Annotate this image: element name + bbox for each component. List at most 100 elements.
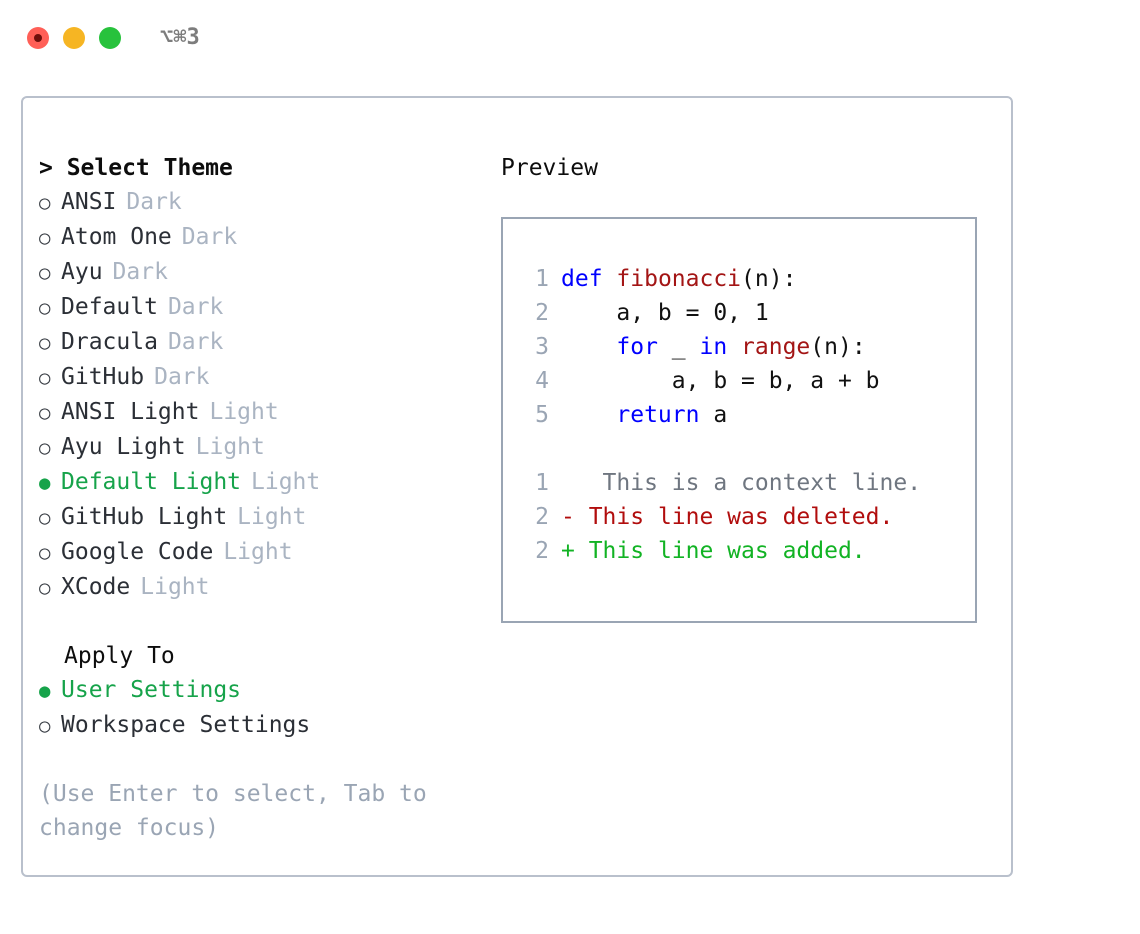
radio-unselected-icon: ○ [39,715,51,737]
code-token-plain: (n): [810,334,866,360]
title-bar: ⌥⌘3 [0,0,1140,76]
code-line: 3 for _ in range(n): [521,330,921,364]
code-token-kw: def [561,266,603,292]
radio-unselected-icon: ○ [39,367,51,389]
theme-option-label: Default Light [61,469,242,495]
code-line-content: return a [561,398,727,432]
theme-option-ansi[interactable]: ○ ANSI Dark [39,185,489,220]
radio-unselected-icon: ○ [39,227,51,249]
code-line-number: 2 [535,300,549,326]
code-line-number: 4 [535,368,549,394]
code-line-content: def fibonacci(n): [561,262,796,296]
code-line: 4 a, b = b, a + b [521,364,921,398]
code-token-plain: a, b = 0, 1 [561,300,769,326]
theme-option-label: Ayu [61,259,103,285]
theme-option-xcode[interactable]: ○ XCode Light [39,570,489,605]
code-line: 1 def fibonacci(n): [521,262,921,296]
code-token-plain: _ [657,334,700,360]
traffic-lights [27,27,121,49]
select-theme-heading: > Select Theme [39,155,233,181]
code-line-number: 5 [535,402,549,428]
diff-line-add: 2+ This line was added. [521,534,921,568]
code-token-plain [727,334,741,360]
maximize-window-button[interactable] [99,27,121,49]
theme-option-label: Ayu Light [61,434,186,460]
code-line-content: a, b = 0, 1 [561,296,769,330]
minimize-window-button[interactable] [63,27,85,49]
apply-to-option-label: User Settings [61,677,242,703]
diff-line-number: 2 [535,538,549,564]
apply-to-option-list[interactable]: ● User Settings ○ Workspace Settings [39,673,489,743]
code-token-fn: fibonacci [616,266,742,292]
theme-option-label: Atom One [61,224,172,250]
code-blank-line [521,432,921,466]
radio-unselected-icon: ○ [39,577,51,599]
radio-selected-icon: ● [39,472,51,494]
theme-option-label: ANSI Light [61,399,200,425]
diff-marker: - [561,504,575,530]
apply-to-heading: Apply To [64,643,175,669]
theme-option-label: XCode [61,574,131,600]
code-token-plain [561,334,616,360]
radio-unselected-icon: ○ [39,507,51,529]
close-window-button[interactable] [27,27,49,49]
diff-line-number: 1 [535,470,549,496]
code-token-kw: in [699,334,728,360]
apply-to-option-user-settings[interactable]: ● User Settings [39,673,489,708]
code-token-plain [603,266,617,292]
theme-variant-tag: Dark [126,189,182,215]
code-token-plain: a, b = b, a + b [561,368,880,394]
radio-unselected-icon: ○ [39,297,51,319]
theme-option-ayu-light[interactable]: ○ Ayu Light Light [39,430,489,465]
radio-selected-icon: ● [39,680,51,702]
theme-option-google-code[interactable]: ○ Google Code Light [39,535,489,570]
theme-option-default[interactable]: ○ Default Dark [39,290,489,325]
code-token-kw: for [616,334,658,360]
code-token-kw: return [616,402,700,428]
code-token-fn: range [741,334,811,360]
theme-option-label: Google Code [61,539,214,565]
theme-variant-tag: Dark [154,364,210,390]
keyboard-shortcut-label: ⌥⌘3 [160,25,200,50]
theme-variant-tag: Light [209,399,279,425]
diff-line-del: 2- This line was deleted. [521,500,921,534]
keyboard-hint-text: (Use Enter to select, Tab to change focu… [39,781,427,841]
diff-marker: + [561,538,575,564]
theme-variant-tag: Light [140,574,210,600]
diff-marker [561,466,575,500]
radio-unselected-icon: ○ [39,192,51,214]
radio-unselected-icon: ○ [39,332,51,354]
theme-variant-tag: Dark [167,294,224,320]
theme-option-label: ANSI [61,189,117,215]
code-line-content: a, b = b, a + b [561,364,880,398]
preview-heading: Preview [501,155,598,181]
diff-line-number: 2 [535,504,549,530]
code-token-plain: a [699,402,728,428]
code-line-number: 1 [535,266,549,292]
diff-line-text: This line was deleted. [574,504,894,530]
theme-option-label: Default [61,294,158,320]
theme-variant-tag: Light [223,539,293,565]
radio-unselected-icon: ○ [39,437,51,459]
apply-to-option-workspace-settings[interactable]: ○ Workspace Settings [39,708,489,743]
diff-line-text: This is a context line. [574,470,922,496]
radio-unselected-icon: ○ [39,542,51,564]
theme-variant-tag: Dark [181,224,238,250]
theme-option-atom-one[interactable]: ○ Atom One Dark [39,220,489,255]
code-line-number: 3 [535,334,549,360]
apply-to-option-label: Workspace Settings [61,712,311,738]
theme-variant-tag: Light [195,434,265,460]
